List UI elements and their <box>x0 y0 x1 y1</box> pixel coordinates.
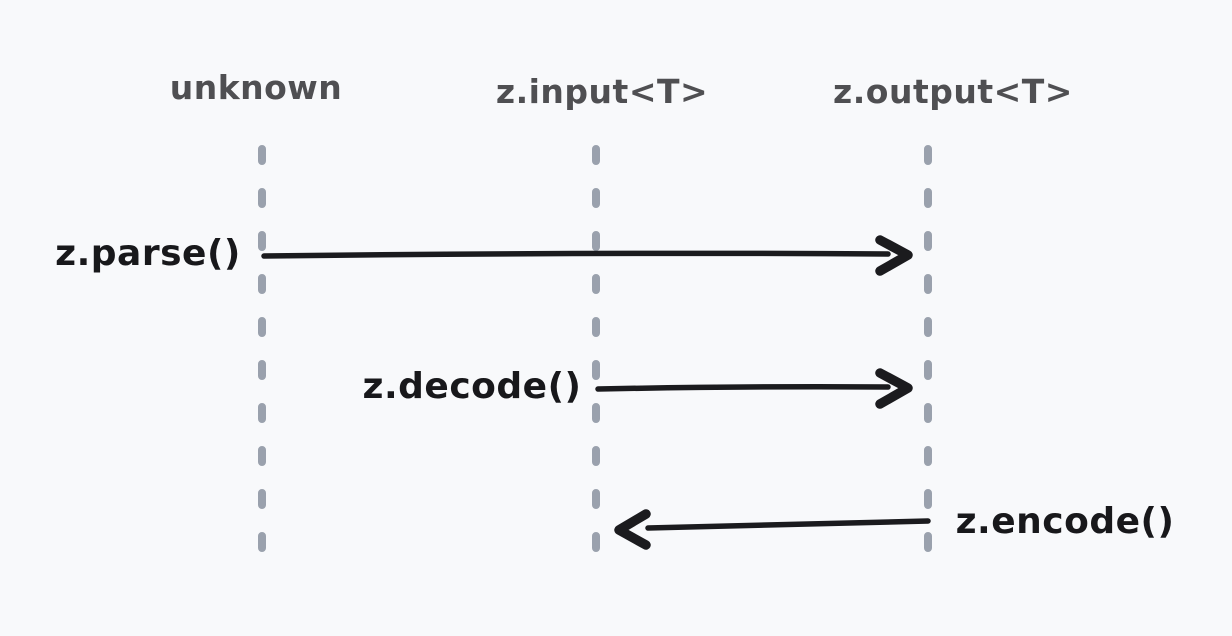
parse-arrow <box>261 235 913 276</box>
lifeline-header-input: z.input<T> <box>495 72 709 111</box>
lifeline-header-unknown: unknown <box>169 68 343 107</box>
decode-arrow-shaft <box>595 384 891 392</box>
decode-arrowhead-icon <box>875 368 913 409</box>
encode-arrow-shaft <box>645 518 931 531</box>
encode-arrowhead-icon <box>614 509 651 550</box>
parse-arrowhead-icon <box>875 235 913 276</box>
lifeline-header-output: z.output<T> <box>833 72 1073 111</box>
encode-label: z.encode() <box>955 501 1175 542</box>
parse-arrow-shaft <box>261 250 891 259</box>
encode-arrow <box>614 509 931 550</box>
parse-label: z.parse() <box>55 233 241 274</box>
decode-label: z.decode() <box>362 366 582 407</box>
decode-arrow <box>595 368 913 409</box>
